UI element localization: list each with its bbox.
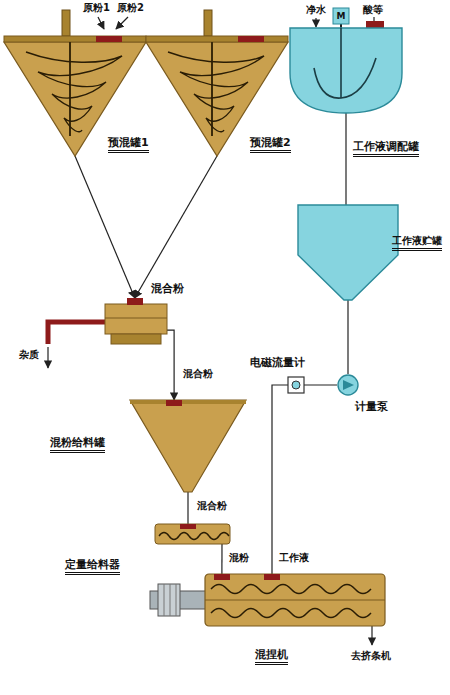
- motor-box: M: [333, 8, 349, 24]
- kneader-outline: [205, 574, 385, 626]
- flow-line: [167, 330, 174, 400]
- storage-tank: 工作液贮罐: [298, 205, 398, 300]
- flow-line: [272, 385, 288, 574]
- stream-label: 工作液: [278, 552, 310, 564]
- stream-label: 去挤条机: [350, 650, 392, 662]
- flow-line: [345, 113, 346, 205]
- flow-line: [347, 300, 348, 374]
- equipment-name: 定量给料器: [65, 558, 120, 575]
- feed-line: [373, 17, 374, 21]
- flow-line: [221, 544, 222, 574]
- metering-pump: 计量泵: [337, 374, 359, 396]
- kneader: 混捏机: [205, 574, 385, 626]
- equipment-name: 预混罐1: [108, 136, 149, 153]
- stream-label: 原粉2: [116, 2, 145, 14]
- premix-tank: 预混罐1: [4, 36, 146, 156]
- equipment-name: 电磁流量计: [250, 356, 305, 369]
- feed-arrow: [116, 17, 128, 29]
- coupling-line: [164, 584, 165, 616]
- acid-port: [366, 21, 384, 28]
- stream-label: 混合粉: [182, 368, 214, 380]
- outlet-arrow: [47, 347, 48, 368]
- flow-line: [187, 492, 188, 524]
- kneader-drive: [150, 584, 206, 616]
- shaft: [62, 10, 70, 36]
- equipment-name: 混捏机: [255, 648, 288, 665]
- outlet-arrow: [371, 626, 372, 645]
- feed-arrow: [98, 17, 104, 29]
- stream-label: 酸等: [362, 4, 384, 16]
- stream-label: 杂质: [18, 349, 40, 361]
- metering-pump-outline: [337, 374, 359, 396]
- stream-label: 混粉: [228, 552, 250, 564]
- coupling-line: [170, 584, 171, 616]
- stream-label: 原粉1: [82, 2, 111, 14]
- stream-label: 混合粉: [196, 500, 228, 512]
- equipment-name: 预混罐2: [250, 136, 291, 153]
- shaft: [204, 10, 212, 36]
- motor-letter: M: [337, 11, 346, 22]
- flow-line: [75, 156, 135, 298]
- flow-meter: 电磁流量计: [288, 377, 304, 393]
- premix-tank: 预混罐2: [146, 36, 288, 156]
- product-outlet: [372, 626, 373, 645]
- feed-hopper-outline: [130, 400, 246, 492]
- equipment-name: 混粉给料罐: [50, 436, 105, 453]
- sieve-machine-outline: [105, 298, 167, 346]
- mixing-tank-outline: [290, 28, 402, 113]
- stream-label: 净水: [305, 4, 327, 16]
- feed-arrow: [315, 18, 316, 27]
- outlet-pipe: [48, 322, 105, 344]
- equipment-name: 工作液调配罐: [353, 140, 419, 157]
- feed-hopper: 混粉给料罐: [130, 400, 246, 492]
- screw-feeder-outline: [155, 524, 230, 544]
- flow-meter-outline: [288, 377, 304, 393]
- storage-tank-outline: [298, 205, 398, 300]
- flow-line: [304, 384, 337, 385]
- mixing-tank: 工作液调配罐: [290, 28, 402, 113]
- flow-line: [135, 156, 217, 298]
- coupling: [158, 584, 180, 616]
- impurity-outlet: [48, 322, 105, 368]
- coupling-line: [176, 584, 177, 616]
- screw-feeder: 定量给料器: [155, 524, 230, 544]
- sieve-machine: 混合粉: [105, 298, 167, 346]
- equipment-name: 工作液贮罐: [392, 235, 442, 251]
- equipment-name: 计量泵: [355, 400, 388, 413]
- equipment-name: 混合粉: [151, 282, 184, 295]
